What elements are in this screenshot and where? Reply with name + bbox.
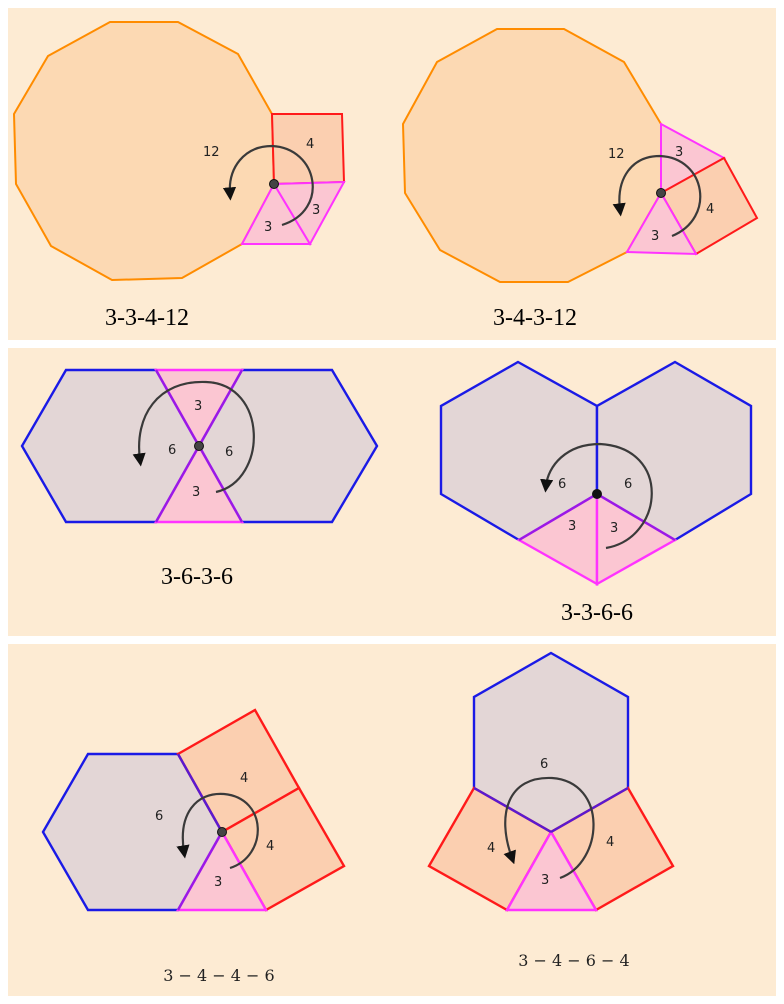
label-triangle-b: 3	[651, 229, 659, 244]
caption: 3-4-3-12	[493, 305, 577, 331]
label-triangle-a: 3	[675, 145, 683, 160]
panel-square-hexagon-tilings: 6 4 4 3 3 − 4 − 4 − 6 6 4 4 3 3 − 4 − 6 …	[8, 644, 776, 996]
figure-3-3-4-12: 12 4 3 3 3-3-4-12	[12, 21, 346, 331]
panel-3-svg: 6 4 4 3 3 − 4 − 4 − 6 6 4 4 3 3 − 4 − 6 …	[41, 651, 675, 985]
figure-3-3-6-6: 6 6 3 3 3-3-6-6	[439, 360, 753, 626]
figure-3-4-6-4: 6 4 4 3 3 − 4 − 6 − 4	[427, 651, 675, 970]
caption: 3-3-6-6	[561, 600, 633, 626]
figure-3-4-3-12: 12 3 4 3 3-4-3-12	[401, 28, 759, 331]
shared-edge	[596, 492, 676, 542]
label-triangle-b: 3	[610, 521, 618, 536]
dodecagon	[12, 21, 276, 282]
rotation-arrow	[540, 442, 653, 550]
panel-2-svg: 3 6 6 3 3-6-3-6 6 6 3 3 3-3-6-6	[20, 360, 753, 626]
shared-edge	[154, 445, 201, 523]
caption: 3-6-3-6	[161, 564, 233, 590]
label-square-left: 4	[487, 841, 495, 856]
label-hexagon: 6	[155, 809, 163, 824]
shared-edge	[197, 369, 244, 447]
label-triangle-a: 3	[264, 220, 272, 235]
shared-edge	[550, 786, 629, 834]
panel-1-svg: 12 4 3 3 3-3-4-12 12 3 4 3 3-4-3-12	[12, 21, 759, 331]
label-triangle: 3	[541, 873, 549, 888]
vertex-point	[656, 188, 666, 198]
shared-edge	[176, 831, 224, 911]
label-dodecagon: 12	[203, 145, 220, 160]
shared-edge	[154, 369, 201, 447]
figure-3-4-4-6: 6 4 4 3 3 − 4 − 4 − 6	[41, 708, 346, 985]
rotation-arrow	[612, 154, 702, 238]
label-square-top: 4	[240, 771, 248, 786]
vertex-point	[194, 441, 204, 451]
rotation-arrow	[503, 776, 595, 880]
triangle-b	[625, 190, 698, 256]
caption: 3 − 4 − 4 − 6	[163, 966, 274, 985]
shared-edge	[176, 753, 224, 833]
panel-dodecagon-tilings: 12 4 3 3 3-3-4-12 12 3 4 3 3-4-3-12	[8, 8, 776, 340]
rotation-arrow	[132, 380, 255, 494]
triangle-b	[272, 180, 346, 247]
label-triangle: 3	[214, 875, 222, 890]
caption: 3-3-4-12	[105, 305, 189, 331]
label-hexagon-left: 6	[168, 443, 176, 458]
label-hexagon-right: 6	[624, 477, 632, 492]
label-square-right: 4	[606, 835, 614, 850]
label-hexagon-right: 6	[225, 445, 233, 460]
label-triangle-a: 3	[568, 519, 576, 534]
label-hexagon-left: 6	[558, 477, 566, 492]
vertex-point	[269, 179, 279, 189]
label-hexagon: 6	[540, 757, 548, 772]
label-triangle-bottom: 3	[192, 485, 200, 500]
label-square: 4	[706, 202, 714, 217]
shared-edge	[473, 786, 552, 834]
label-triangle-top: 3	[194, 399, 202, 414]
rotation-arrow	[176, 792, 259, 870]
label-square-right: 4	[266, 839, 274, 854]
label-triangle-b: 3	[312, 203, 320, 218]
panel-hexagon-tilings: 3 6 6 3 3-6-3-6 6 6 3 3 3-3-6-6	[8, 348, 776, 636]
shared-edge	[518, 492, 598, 542]
vertex-point	[592, 489, 602, 499]
caption: 3 − 4 − 6 − 4	[518, 951, 629, 970]
figure-3-6-3-6: 3 6 6 3 3-6-3-6	[20, 368, 379, 590]
label-dodecagon: 12	[608, 147, 625, 162]
rotation-arrow	[222, 144, 314, 227]
shared-edge	[197, 445, 244, 523]
dodecagon	[401, 28, 662, 283]
vertex-point	[217, 827, 227, 837]
label-square: 4	[306, 137, 314, 152]
